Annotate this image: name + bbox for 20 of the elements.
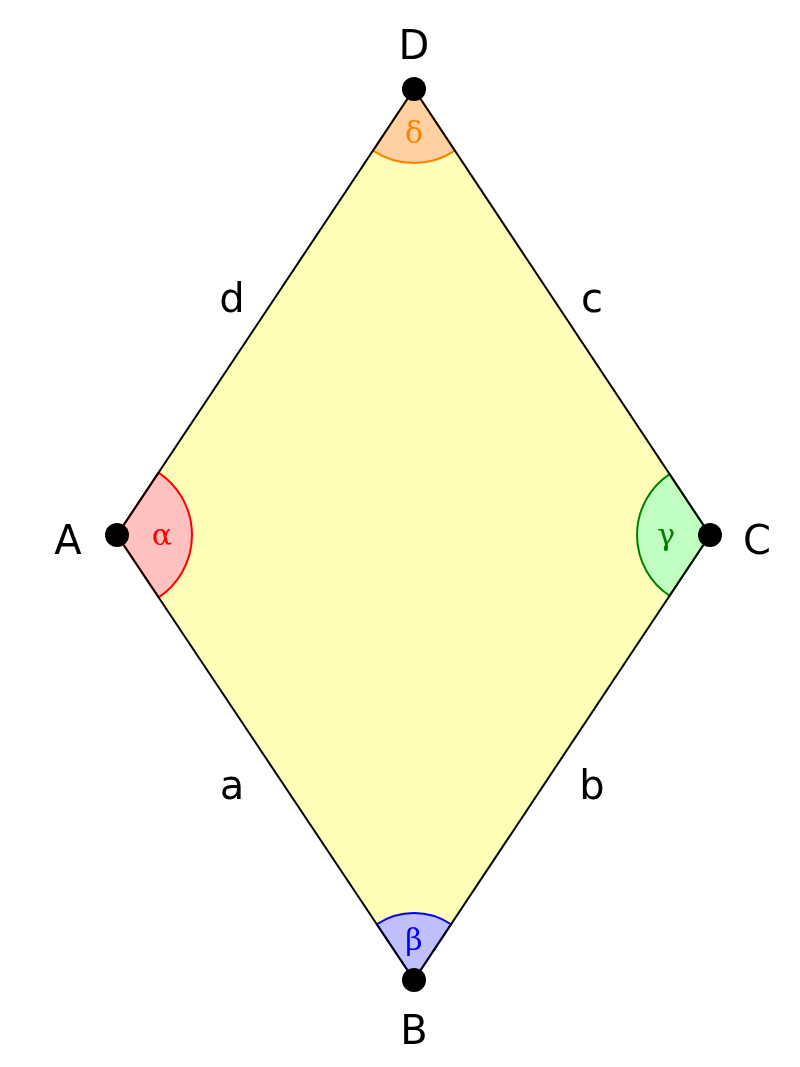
- vertex-dot: [402, 968, 426, 992]
- angle-label: β: [405, 924, 423, 955]
- side-label: b: [579, 765, 605, 805]
- vertex-dot: [698, 523, 722, 547]
- side-line: [122, 544, 409, 971]
- side-line: [419, 544, 705, 971]
- vertex-label: D: [398, 25, 430, 65]
- side-line: [419, 98, 705, 526]
- vertex-dot: [105, 523, 129, 547]
- angle-label: α: [151, 519, 173, 550]
- angle-label: δ: [404, 118, 423, 149]
- side-label: c: [581, 278, 603, 318]
- vertex-label: B: [400, 1010, 428, 1050]
- side-label: a: [219, 765, 245, 805]
- side-line: [122, 98, 409, 526]
- vertex-dot: [402, 77, 426, 101]
- angle-label: γ: [657, 519, 676, 550]
- side-label: d: [219, 278, 245, 318]
- vertex-label: A: [54, 520, 82, 560]
- vertex-label: C: [743, 520, 771, 560]
